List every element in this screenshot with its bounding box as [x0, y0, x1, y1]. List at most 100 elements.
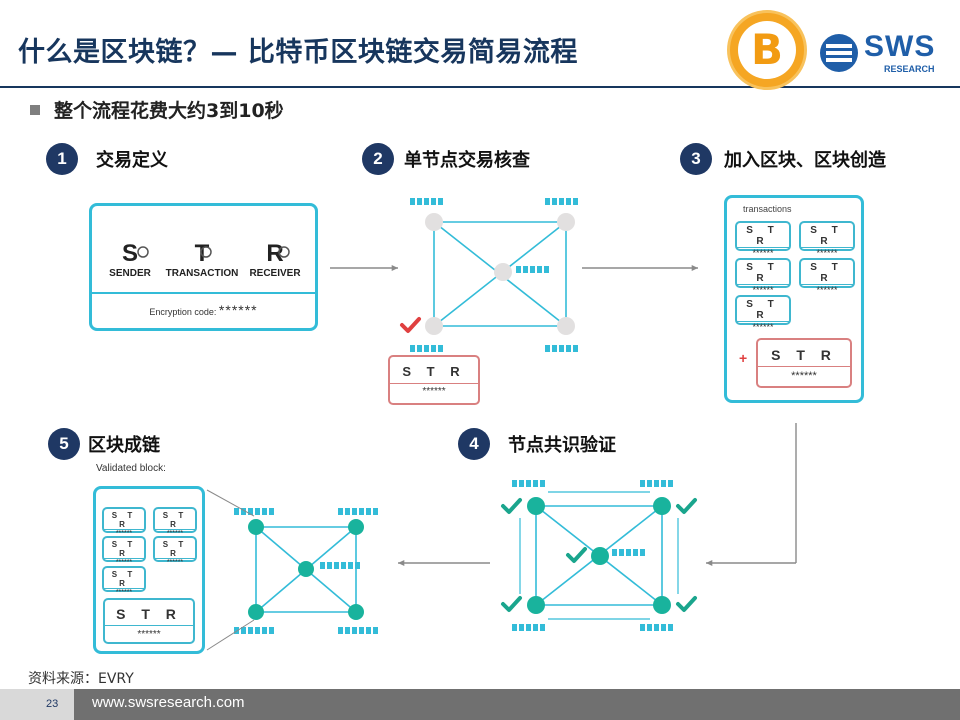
step4-chain-icon [647, 624, 652, 631]
step2-chain-icon [431, 345, 436, 352]
arrow-step4-to-5-head [398, 559, 405, 567]
step2-chain-icon [566, 198, 571, 205]
step5-chain-icon [262, 508, 267, 515]
step5-chain-icon [345, 508, 350, 515]
str-token-block-3: S T R****** [735, 258, 791, 295]
step5-chain-icon [338, 627, 343, 634]
step-1-label: 交易定义 [96, 150, 168, 171]
step5-chain-icon [373, 627, 378, 634]
step-2-heading: 2 单节点交易核查 [362, 143, 530, 175]
step2-chain-icon [573, 198, 578, 205]
step4-chain-icon [526, 624, 531, 631]
callout-line [206, 489, 255, 517]
step4-chain-icon [519, 480, 524, 487]
step2-chain-icon [438, 345, 443, 352]
step2-chain-icon [573, 345, 578, 352]
step4-chain-icon [647, 480, 652, 487]
str-letters: S T R [111, 540, 137, 558]
footer-url[interactable]: www.swsresearch.com [92, 694, 245, 711]
step4-chain-icon [619, 549, 624, 556]
transaction-label: TRANSACTION [165, 268, 239, 279]
sws-logo: SWS RESEARCH [820, 28, 945, 78]
card-divider [92, 292, 315, 294]
step4-chain-icon [654, 480, 659, 487]
str-stars: ****** [801, 247, 853, 258]
step-1-number: 1 [46, 143, 78, 175]
step2-chain-icon [559, 198, 564, 205]
str-letters: S T R [111, 570, 137, 588]
consensus-check-icon [501, 498, 522, 514]
arrow-step3-to-4-head [706, 559, 713, 567]
str-letters: S T R [162, 511, 188, 529]
str-letters: S T R [771, 347, 837, 363]
sender-letter: S [121, 240, 138, 267]
str-token-block-5: S T R****** [735, 295, 791, 332]
str-stars: ****** [737, 247, 789, 258]
arrow-step1-to-2-head [391, 264, 398, 272]
step4-chain-icon [512, 624, 517, 631]
str-token-block-1: S T R****** [735, 221, 791, 258]
step5-chain-icon [248, 627, 253, 634]
step5-network-node [248, 519, 264, 535]
step5-chain-icon [255, 508, 260, 515]
step-2-number: 2 [362, 143, 394, 175]
str-token-valid-5: S T R****** [102, 566, 146, 596]
str-letters: S T R [111, 511, 137, 529]
step5-chain-icon [269, 508, 274, 515]
step5-chain-icon [269, 627, 274, 634]
step5-chain-icon [373, 508, 378, 515]
step5-chain-icon [320, 562, 325, 569]
sws-logo-name: SWS [864, 30, 936, 63]
callout-line [206, 619, 255, 651]
step2-chain-icon [424, 198, 429, 205]
str-letters: S T R [810, 225, 844, 247]
step5-chain-icon [241, 508, 246, 515]
step-2-label: 单节点交易核查 [404, 150, 530, 171]
step2-chain-icon [438, 198, 443, 205]
step4-chain-icon [512, 480, 517, 487]
str-stars: ****** [104, 588, 144, 596]
str-stars: ****** [155, 558, 195, 566]
step5-network-node [348, 519, 364, 535]
consensus-check-icon [676, 596, 697, 612]
step5-chain-icon [234, 627, 239, 634]
step5-chain-icon [338, 508, 343, 515]
step2-network-node [425, 213, 443, 231]
step5-chain-icon [366, 508, 371, 515]
arrow-step2-to-3-head [691, 264, 698, 272]
str-token-block-4: S T R****** [799, 258, 855, 295]
step-1-heading: 1 交易定义 [46, 143, 168, 175]
step5-chain-icon [334, 562, 339, 569]
sws-logo-icon [820, 34, 858, 72]
step5-chain-icon [255, 627, 260, 634]
step2-chain-icon [537, 266, 542, 273]
str-letters: S T R [746, 299, 780, 321]
validated-heading: Validated block: [96, 463, 166, 474]
step5-network-node [298, 561, 314, 577]
str-stars: ****** [758, 366, 850, 382]
step4-chain-icon [661, 624, 666, 631]
str-token-valid-new: S T R****** [103, 598, 195, 644]
step5-chain-icon [355, 562, 360, 569]
summary-bullet: 整个流程花费大约3到10秒 [30, 96, 284, 123]
consensus-check-icon [501, 596, 522, 612]
encryption-row: Encryption code: ****** [92, 302, 315, 318]
step5-chain-icon [366, 627, 371, 634]
summary-text: 整个流程花费大约3到10秒 [54, 100, 284, 122]
step4-chain-icon [519, 624, 524, 631]
step2-chain-icon [545, 345, 550, 352]
add-plus-icon: + [739, 350, 748, 366]
step5-network-node [248, 604, 264, 620]
str-stars: ****** [105, 625, 193, 640]
step2-chain-icon [552, 345, 557, 352]
step4-chain-icon [612, 549, 617, 556]
str-token-valid-1: S T R****** [102, 507, 146, 537]
title-divider [0, 86, 960, 88]
step-3-number: 3 [680, 143, 712, 175]
step4-chain-icon [540, 624, 545, 631]
str-letters: S T R [746, 262, 780, 284]
new-str-token: S T R ****** [756, 338, 852, 388]
str-stars: ****** [390, 383, 478, 397]
